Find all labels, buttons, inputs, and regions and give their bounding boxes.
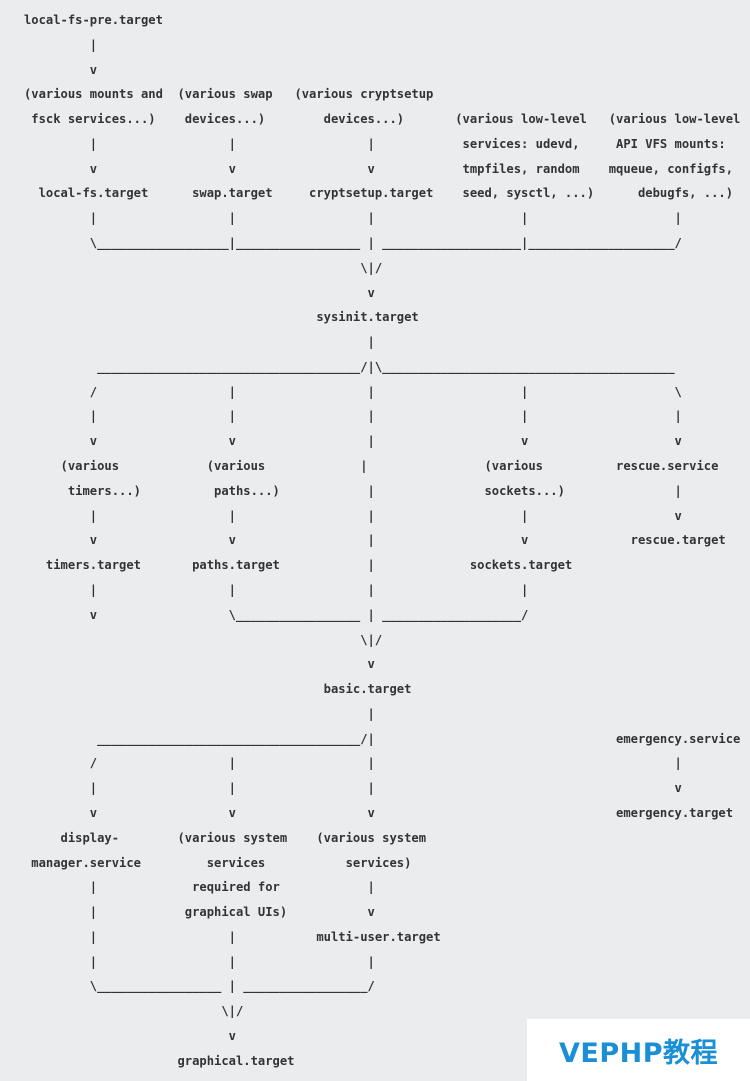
diagram-line: / | | | \	[24, 384, 682, 399]
diagram-line: local-fs-pre.target	[24, 13, 163, 27]
diagram-line: v	[24, 62, 98, 77]
diagram-line: | | | services: udevd, API VFS mounts:	[24, 136, 726, 151]
diagram-line: | | | |	[24, 582, 529, 597]
diagram-line: v \_________________ | _________________…	[24, 607, 529, 622]
diagram-line: \__________________|_________________ | …	[24, 236, 682, 251]
diagram-line: manager.service services services)	[24, 855, 412, 870]
watermark-text: VEPHP教程	[558, 1037, 718, 1069]
diagram-line: v v | v v	[24, 434, 682, 449]
diagram-line: graphical.target	[24, 1053, 295, 1068]
diagram-line: | | | | |	[24, 409, 682, 424]
diagram-line: timers.target paths.target | sockets.tar…	[24, 558, 573, 573]
watermark-logo: VEPHP教程	[527, 1019, 750, 1081]
diagram-line: (various (various | (various rescue.serv…	[24, 459, 719, 474]
diagram-line: display- (various system (various system	[24, 830, 427, 845]
diagram-line: ____________________________________/|\_…	[24, 359, 675, 374]
diagram-line: (various mounts and (various swap (vario…	[24, 87, 434, 102]
diagram-line: \|/	[24, 1004, 244, 1019]
diagram-line: | graphical UIs) v	[24, 905, 375, 920]
diagram-line: v v v emergency.target	[24, 805, 734, 820]
diagram-line: | | | v	[24, 781, 682, 796]
diagram-line: \|/	[24, 260, 383, 275]
diagram-line: v	[24, 1028, 236, 1043]
diagram-line: fsck services...) devices...) devices...…	[24, 112, 741, 127]
diagram-line: | | | | v	[24, 508, 682, 523]
diagram-line: v	[24, 657, 375, 672]
diagram-line: | | | | |	[24, 211, 682, 226]
diagram-line: v v v tmpfiles, random mqueue, configfs,	[24, 161, 734, 176]
diagram-line: / | | |	[24, 756, 682, 771]
diagram-line: timers...) paths...) | sockets...) |	[24, 483, 682, 498]
diagram-line: basic.target	[24, 682, 412, 697]
diagram-line: v v | v rescue.target	[24, 533, 726, 548]
diagram-line: |	[24, 37, 98, 52]
diagram-line: ____________________________________/| e…	[24, 731, 741, 746]
diagram-line: |	[24, 706, 375, 721]
diagram-line: \_________________ | _________________/	[24, 979, 375, 994]
diagram-line: | | multi-user.target	[24, 929, 441, 944]
diagram-line: | | |	[24, 954, 375, 969]
diagram-line: | required for |	[24, 880, 375, 895]
diagram-line: \|/	[24, 632, 383, 647]
diagram-line: |	[24, 335, 375, 350]
diagram-line: local-fs.target swap.target cryptsetup.t…	[24, 186, 734, 201]
diagram-line: sysinit.target	[24, 310, 419, 325]
diagram-line: v	[24, 285, 375, 300]
